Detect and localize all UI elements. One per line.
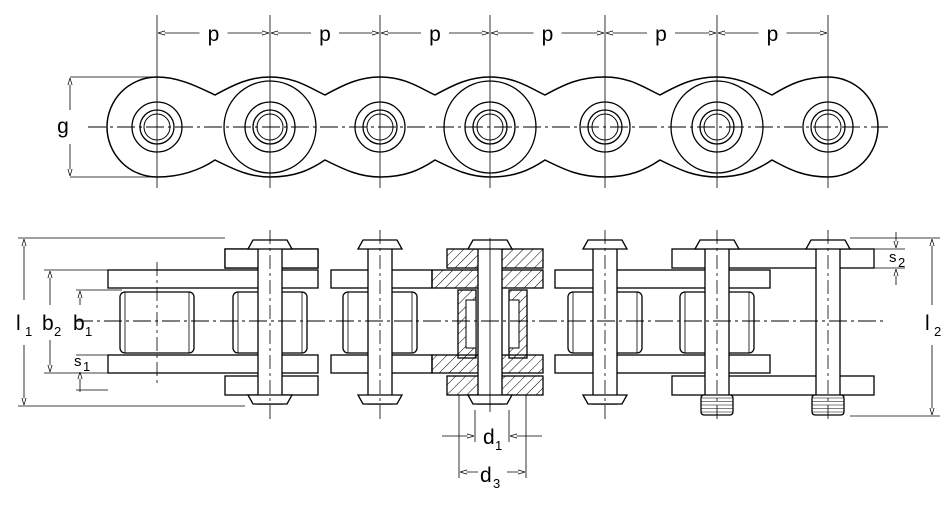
l2-subscript: 2 xyxy=(934,324,941,339)
b2-label: b xyxy=(42,312,54,335)
pin-head-top xyxy=(581,239,629,250)
inner-plate-top xyxy=(107,269,319,289)
chain-side-view: g p p p p p p xyxy=(57,15,888,188)
d3-subscript: 3 xyxy=(493,476,500,491)
outer-plate-bottom xyxy=(671,375,875,396)
l2-label: l xyxy=(925,312,930,335)
s1-subscript: 1 xyxy=(83,359,90,374)
d1-subscript: 1 xyxy=(495,438,502,453)
pin-head-top xyxy=(804,239,852,250)
inner-plate-bottom xyxy=(554,354,771,374)
s2-label: s xyxy=(889,249,897,266)
inner-plate-top xyxy=(554,269,771,289)
pitch-label: p xyxy=(655,23,667,46)
b1-subscript: 1 xyxy=(85,324,92,339)
pitch-label: p xyxy=(767,23,779,46)
pitch-label: p xyxy=(542,23,554,46)
outer-plate-top xyxy=(671,248,875,269)
s1-label: s xyxy=(74,353,82,370)
s2-subscript: 2 xyxy=(898,255,905,270)
b2-subscript: 2 xyxy=(54,324,61,339)
l1-subscript: 1 xyxy=(25,324,32,339)
chain-plan-section-view: l 1 b 2 b 1 s 1 s 2 l 2 xyxy=(16,230,941,491)
g-label: g xyxy=(57,115,69,138)
pin-head-top xyxy=(693,239,741,250)
roller-section-right xyxy=(508,299,520,349)
pitch-label: p xyxy=(429,23,441,46)
b1-label: b xyxy=(73,312,85,335)
pin-head-top xyxy=(246,239,294,250)
pin-head-top xyxy=(356,239,404,250)
pitch-label: p xyxy=(208,23,220,46)
d1-label: d xyxy=(483,426,495,449)
l1-label: l xyxy=(16,312,21,335)
roller-section-left xyxy=(465,299,477,349)
d3-label: d xyxy=(480,464,492,487)
inner-plate-bottom xyxy=(107,354,319,374)
pitch-label: p xyxy=(319,23,331,46)
